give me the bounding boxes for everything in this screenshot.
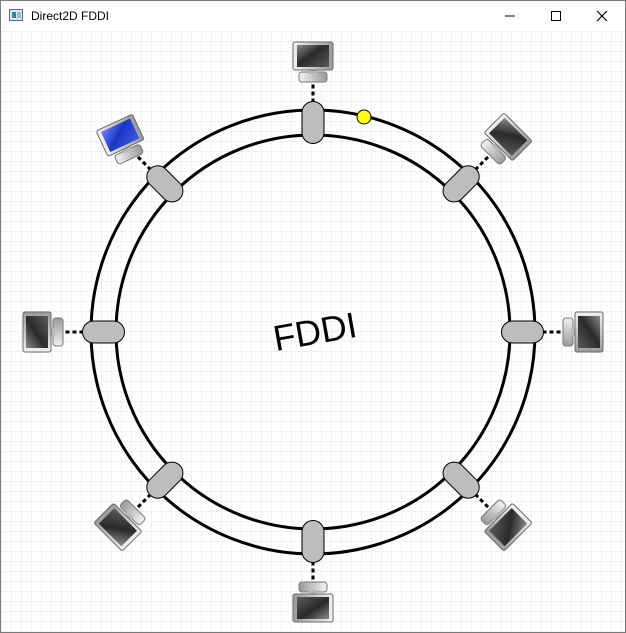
ring-node-right[interactable] <box>501 320 561 344</box>
workstation-icon[interactable] <box>22 311 64 353</box>
ring-node-top[interactable] <box>301 84 325 144</box>
ring-node-left[interactable] <box>65 320 125 344</box>
workstation-icon[interactable] <box>292 581 334 623</box>
ring-connector[interactable] <box>142 161 187 206</box>
drop-cable <box>474 493 490 509</box>
maximize-button[interactable] <box>533 1 579 31</box>
window-title: Direct2D FDDI <box>31 9 110 23</box>
ring-connector[interactable] <box>439 161 484 206</box>
workstation-active-icon[interactable] <box>96 114 149 167</box>
ring-node-bottom[interactable] <box>301 520 325 580</box>
fddi-canvas[interactable]: FDDI <box>1 31 625 632</box>
workstation-icon[interactable] <box>292 41 334 83</box>
workstation-icon[interactable] <box>562 311 604 353</box>
app-window-icon[interactable] <box>9 9 23 21</box>
ring-connector[interactable] <box>501 320 544 344</box>
drop-cable <box>474 155 490 171</box>
close-button[interactable] <box>579 1 625 31</box>
token <box>356 109 372 125</box>
workstation-icon[interactable] <box>476 113 533 170</box>
minimize-button[interactable] <box>487 1 533 31</box>
drop-cable <box>136 155 152 171</box>
fddi-ring-diagram <box>22 41 604 623</box>
drop-cable <box>136 493 152 509</box>
ring-node-top-right[interactable] <box>439 155 490 206</box>
ring-node-bottom-left[interactable] <box>136 458 187 509</box>
workstation-icon[interactable] <box>476 495 533 552</box>
ring-node-top-left[interactable] <box>136 155 187 206</box>
ring-connector[interactable] <box>301 101 325 144</box>
workstation-icon[interactable] <box>94 495 151 552</box>
close-icon <box>596 10 608 22</box>
ring-node-bottom-right[interactable] <box>439 458 490 509</box>
title-bar[interactable]: Direct2D FDDI <box>1 1 625 31</box>
maximize-icon <box>551 11 561 21</box>
minimize-icon <box>505 15 515 17</box>
ring-connector[interactable] <box>301 520 325 563</box>
ring-connector[interactable] <box>82 320 125 344</box>
